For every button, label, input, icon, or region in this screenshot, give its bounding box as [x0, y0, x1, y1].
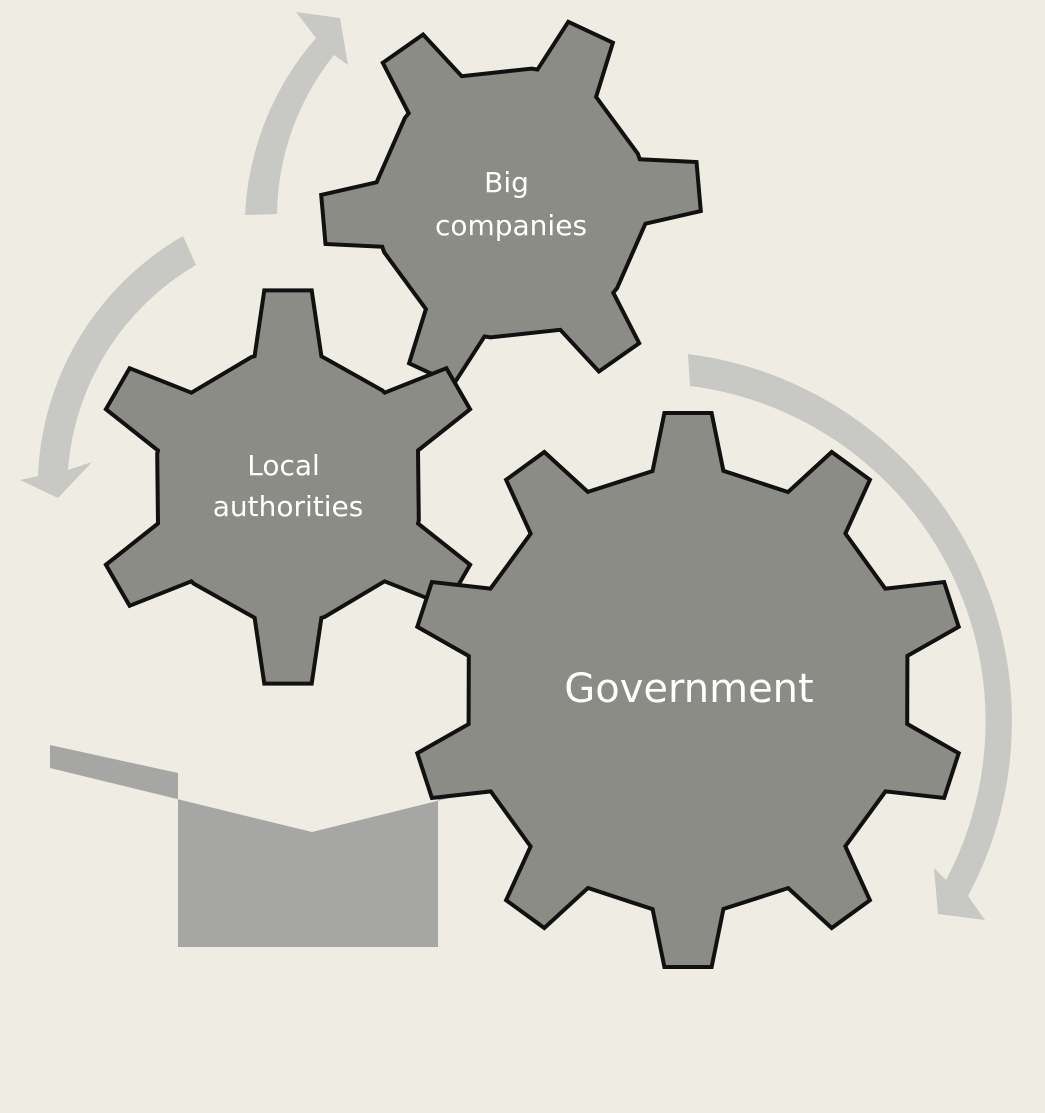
cycle-arrow-right [688, 354, 1012, 920]
gear-government-label-line-1: Government [564, 666, 813, 712]
gear-government-shape [414, 411, 962, 969]
gear-local-authorities: Local authorities [103, 288, 473, 686]
cycle-arrow-left-upper [245, 12, 348, 215]
gear-big-companies: Big companies [319, 19, 703, 387]
gear-local-authorities-label: Local authorities [213, 449, 364, 523]
gear-local-authorities-shape [103, 288, 473, 686]
gear-local-authorities-label-line-1: Local [247, 449, 320, 482]
gear-big-companies-label-line-1: Big [484, 166, 529, 199]
gear-local-authorities-label-line-2: authorities [213, 490, 364, 523]
gear-government: Government [414, 411, 962, 969]
cycle-arrow-left-lower [20, 236, 196, 498]
gear-government-label: Government [564, 666, 813, 712]
gear-big-companies-label-line-2: companies [435, 209, 587, 242]
gear-big-companies-label: Big companies [435, 166, 587, 242]
gear-big-companies-shape [319, 19, 703, 387]
